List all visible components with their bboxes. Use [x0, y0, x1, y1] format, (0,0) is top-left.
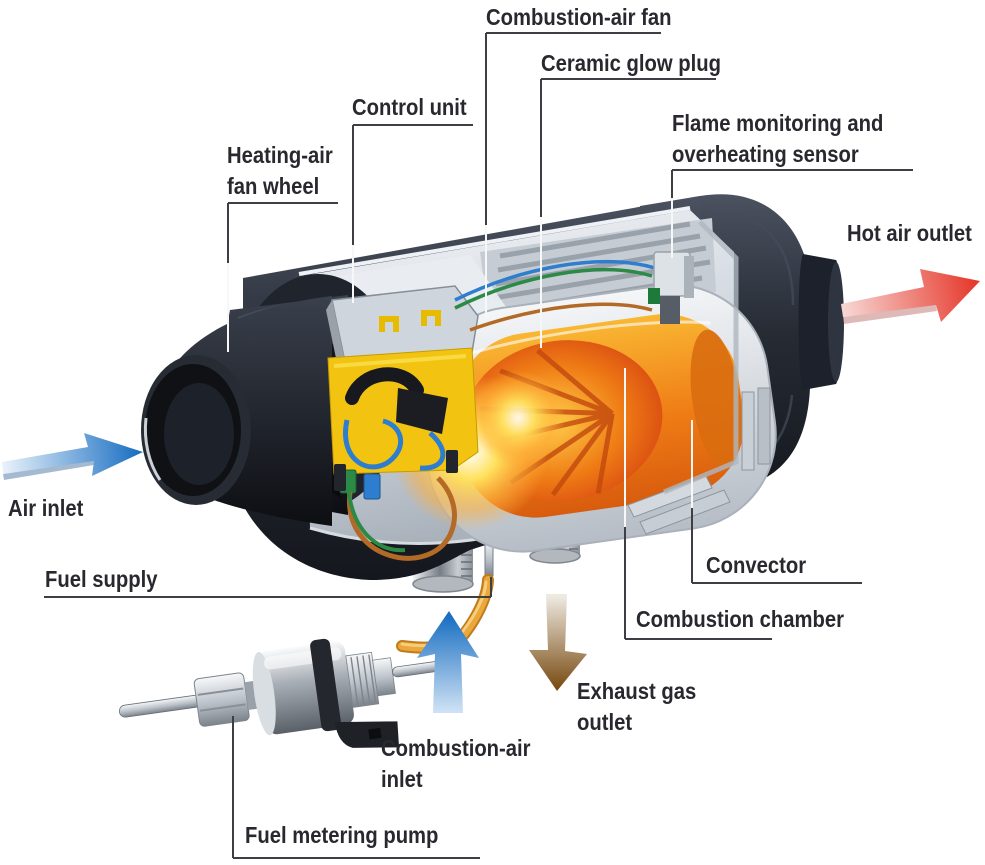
flame-glow-2	[470, 370, 566, 466]
label-combustion-air-fan-text: Combustion-air fan	[486, 4, 672, 30]
copper-wire	[347, 476, 457, 561]
label-flame-monitoring-line1: Flame monitoring and	[672, 110, 884, 136]
control-unit	[326, 285, 479, 561]
flame-sensor	[648, 251, 694, 324]
label-fuel-metering-pump: Fuel metering pump	[245, 820, 465, 851]
flame-sensor-leader	[671, 169, 913, 198]
label-heating-air-fan-wheel-line2: fan wheel	[227, 173, 320, 199]
label-air-inlet: Air inlet	[8, 493, 94, 524]
label-flame-monitoring-sensor: Flame monitoring and overheating sensor	[672, 108, 912, 170]
label-ceramic-glow-plug-text: Ceramic glow plug	[541, 50, 721, 76]
convector-leader	[691, 508, 862, 584]
ceramic-glow-plug-leader	[540, 78, 716, 217]
label-flame-monitoring-line2: overheating sensor	[672, 141, 859, 167]
fuel-supply-leader	[44, 577, 492, 598]
label-combustion-chamber-text: Combustion chamber	[636, 606, 845, 632]
label-exhaust-gas-outlet: Exhaust gas outlet	[577, 676, 713, 738]
label-exhaust-gas-outlet-line2: outlet	[577, 709, 633, 735]
label-air-inlet-text: Air inlet	[8, 495, 84, 521]
combustion-air-inlet-arrow	[417, 611, 479, 713]
hot-air-outlet-arrow	[841, 269, 980, 324]
label-control-unit-text: Control unit	[352, 94, 467, 120]
label-fuel-metering-pump-text: Fuel metering pump	[245, 822, 439, 848]
label-hot-air-outlet-text: Hot air outlet	[847, 220, 972, 246]
label-fuel-supply: Fuel supply	[45, 564, 173, 595]
air-inlet-arrow	[2, 433, 143, 480]
label-combustion-air-inlet-line2: inlet	[381, 766, 423, 792]
combustion-air-fan-leader	[485, 32, 661, 225]
label-convector: Convector	[706, 550, 820, 581]
label-combustion-chamber: Combustion chamber	[636, 604, 872, 635]
label-combustion-air-fan: Combustion-air fan	[486, 2, 697, 33]
wiring-harness	[454, 259, 656, 332]
fuel-metering-pump	[118, 638, 459, 748]
control-unit-leader	[352, 124, 473, 245]
heating-air-fan-wheel-leader	[227, 202, 338, 263]
label-ceramic-glow-plug: Ceramic glow plug	[541, 48, 745, 79]
exhaust-gas-outlet-arrow	[529, 594, 587, 691]
label-convector-text: Convector	[706, 552, 807, 578]
label-combustion-air-inlet: Combustion-air inlet	[381, 733, 551, 795]
combustion-chamber-leader	[624, 527, 772, 640]
leader-lines-over-art	[227, 198, 693, 527]
label-exhaust-gas-outlet-line1: Exhaust gas	[577, 678, 697, 704]
label-hot-air-outlet: Hot air outlet	[847, 218, 985, 249]
label-heating-air-fan-wheel: Heating-air fan wheel	[227, 140, 347, 202]
label-combustion-air-inlet-line1: Combustion-air	[381, 735, 531, 761]
air-intake-cone	[141, 296, 332, 526]
label-fuel-supply-text: Fuel supply	[45, 566, 158, 592]
green-wire	[346, 485, 406, 553]
label-heating-air-fan-wheel-line1: Heating-air	[227, 142, 333, 168]
label-control-unit: Control unit	[352, 92, 482, 123]
fuel-metering-pump-leader	[232, 716, 480, 859]
